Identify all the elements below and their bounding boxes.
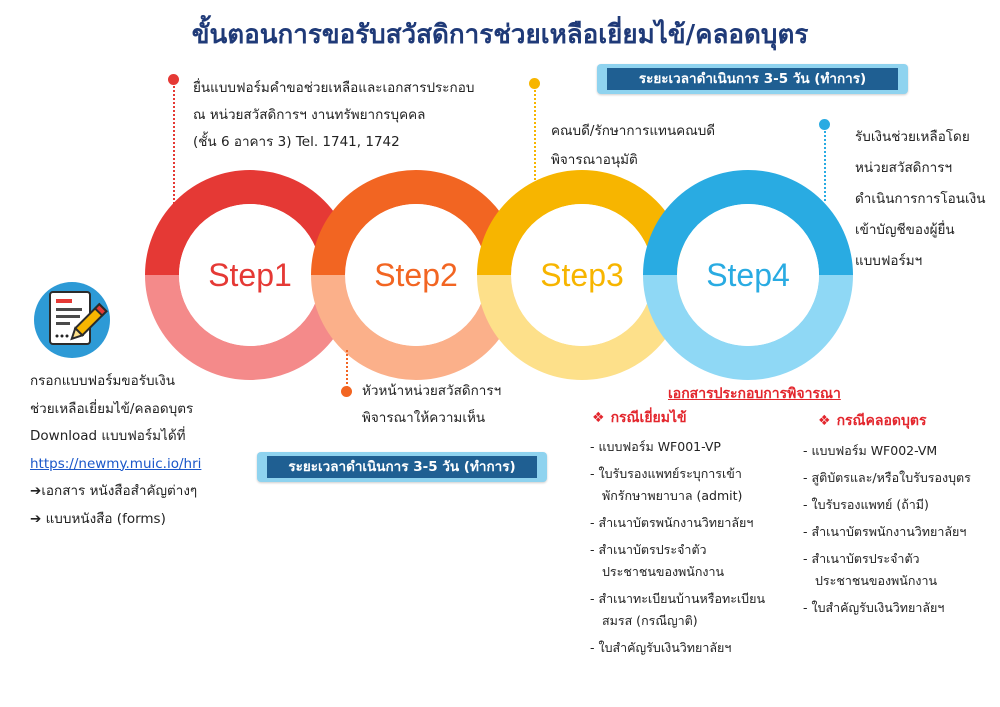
diamond-bullet-icon: ❖ (818, 413, 831, 429)
visit-document-item: - ใบสำคัญรับเงินวิทยาลัยฯ (590, 640, 732, 655)
birth-document-item: - แบบฟอร์ม WF002-VM (803, 443, 938, 458)
arrow-right-icon: ➔ (30, 483, 42, 499)
birth-document-item: - สำเนาบัตรพนักงานวิทยาลัยฯ (803, 524, 967, 539)
step1-label: Step1 (208, 257, 292, 293)
birth-document-item: - ใบรับรองแพทย์ (ถ้ามี) (803, 497, 929, 512)
step1-connector (173, 86, 175, 208)
birth-case-heading: ❖ กรณีคลอดบุตร (818, 410, 927, 432)
page-title: ขั้นตอนการขอรับสวัสดิการช่วยเหลือเยี่ยมไ… (191, 20, 809, 50)
step4-label: Step4 (706, 257, 790, 293)
birth-document-item: - สูติบัตรและ/หรือใบรับรองบุตร (803, 470, 971, 485)
step2-desc-line: พิจารณาให้ความเห็น (362, 410, 486, 426)
visit-document-item: - สำเนาบัตรพนักงานวิทยาลัยฯ (590, 515, 754, 530)
arrow-right-icon: ➔ (30, 510, 46, 527)
step4-desc-line: แบบฟอร์มฯ (855, 253, 923, 269)
step2-label: Step2 (374, 257, 458, 293)
step2-desc-line: หัวหน้าหน่วยสวัสดิการฯ (362, 383, 502, 399)
step2-description: หัวหน้าหน่วยสวัสดิการฯ พิจารณาให้ความเห็… (362, 378, 592, 432)
form-document-pen-icon (34, 282, 110, 358)
step1-desc-line: ยื่นแบบฟอร์มคำขอช่วยเหลือและเอกสารประกอบ (193, 80, 475, 96)
visit-document-item: - สำเนาบัตรประจำตัวประชาชนของพนักงาน (590, 542, 725, 579)
period-text-top: ระยะเวลาดำเนินการ 3-5 วัน (ทำการ) (607, 68, 898, 90)
birth-document-item: - สำเนาบัตรประจำตัวประชาชนของพนักงาน (803, 551, 938, 588)
visit-document-item: - ใบรับรองแพทย์ระบุการเข้าพักรักษาพยาบาล… (590, 466, 743, 503)
diamond-bullet-icon: ❖ (592, 410, 605, 426)
step4-desc-line: รับเงินช่วยเหลือโดย (855, 129, 970, 145)
step1-marker-dot (168, 74, 179, 85)
step4-desc-line: หน่วยสวัสดิการฯ (855, 160, 953, 176)
ref-forms-label: แบบหนังสือ (forms) (45, 510, 166, 527)
step3-marker-dot (529, 78, 540, 89)
step3-description: คณบดี/รักษาการแทนคณบดี พิจารณาอนุมัติ (551, 117, 781, 175)
step1-description: ยื่นแบบฟอร์มคำขอช่วยเหลือและเอกสารประกอบ… (193, 75, 523, 156)
step4-description: รับเงินช่วยเหลือโดย หน่วยสวัสดิการฯ ดำเน… (855, 122, 995, 277)
period-box-bottom: ระยะเวลาดำเนินการ 3-5 วัน (ทำการ) (257, 452, 547, 482)
step1-desc-line: (ชั้น 6 อาคาร 3) Tel. 1741, 1742 (193, 134, 400, 150)
period-text-bottom: ระยะเวลาดำเนินการ 3-5 วัน (ทำการ) (267, 456, 537, 478)
step4-marker-dot (819, 119, 830, 130)
birth-case-title: กรณีคลอดบุตร (836, 413, 927, 429)
form-info-line: ช่วยเหลือเยี่ยมไข้/คลอดบุตร (30, 400, 194, 417)
step2-connector (346, 350, 348, 388)
step3-label: Step3 (540, 257, 624, 293)
period-box-top: ระยะเวลาดำเนินการ 3-5 วัน (ทำการ) (597, 64, 908, 94)
visit-case-heading: ❖ กรณีเยี่ยมไข้ (592, 407, 687, 429)
visit-document-item: - สำเนาทะเบียนบ้านหรือทะเบียนสมรส (กรณีญ… (590, 591, 765, 628)
form-info-line: Download แบบฟอร์มได้ที่ (30, 428, 186, 444)
step4-desc-line: ดำเนินการการโอนเงิน (855, 191, 986, 207)
birth-document-item: - ใบสำคัญรับเงินวิทยาลัยฯ (803, 600, 945, 615)
step3-desc-line: คณบดี/รักษาการแทนคณบดี (551, 123, 716, 139)
step4-desc-line: เข้าบัญชีของผู้ยื่น (855, 222, 955, 238)
birth-documents-list: - แบบฟอร์ม WF002-VM - สูติบัตรและ/หรือใบร… (803, 440, 998, 624)
ref-documents-label: เอกสาร หนังสือสำคัญต่างๆ (41, 483, 198, 499)
visit-documents-list: - แบบฟอร์ม WF001-VP - ใบรับรองแพทย์ระบุกา… (590, 436, 790, 664)
step4-ring-upper (643, 170, 853, 276)
visit-document-item: - แบบฟอร์ม WF001-VP (590, 439, 721, 454)
step3-connector (534, 90, 536, 192)
form-info: กรอกแบบฟอร์มขอรับเงิน ช่วยเหลือเยี่ยมไข้… (30, 368, 250, 533)
documents-heading: เอกสารประกอบการพิจารณา (668, 386, 841, 402)
download-link[interactable]: https://newmy.muic.io/hri (30, 455, 202, 472)
ref-documents[interactable]: ➔เอกสาร หนังสือสำคัญต่างๆ (30, 478, 250, 506)
step4-ring (643, 170, 853, 380)
step3-desc-line: พิจารณาอนุมัติ (551, 152, 638, 168)
step2-marker-dot (341, 386, 352, 397)
ref-forms[interactable]: ➔ แบบหนังสือ (forms) (30, 506, 250, 534)
form-info-line: กรอกแบบฟอร์มขอรับเงิน (30, 373, 175, 389)
visit-case-title: กรณีเยี่ยมไข้ (610, 410, 687, 426)
step1-desc-line: ณ หน่วยสวัสดิการฯ งานทรัพยากรบุคคล (193, 107, 426, 123)
step4-ring-lower (643, 274, 853, 380)
step4-connector (824, 131, 826, 201)
